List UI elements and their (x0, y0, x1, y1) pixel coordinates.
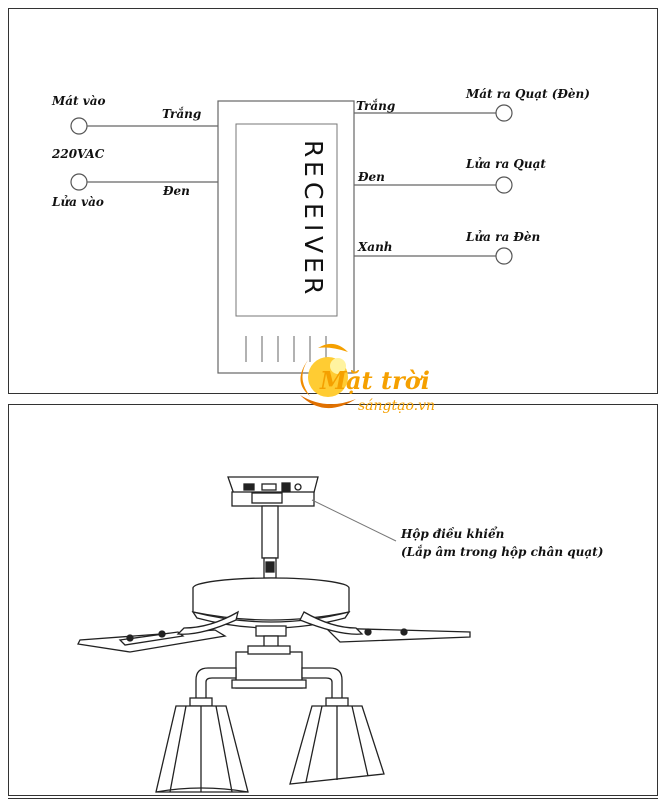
brand-name: ặt trời (346, 366, 430, 395)
receiver-letter-3: C (299, 182, 328, 200)
receiver-letter-6: V (299, 236, 328, 254)
black-out-wire-label: Đen (357, 170, 385, 184)
callout-title: Hộp điều khiển (400, 526, 504, 541)
neutral-out-terminal (495, 104, 513, 122)
receiver-vents (245, 336, 327, 362)
neutral-in-terminal (70, 117, 88, 135)
ceiling-fan (77, 476, 471, 793)
black-in-wire-label: Đen (162, 184, 190, 198)
callout-line (311, 499, 397, 542)
fan-live-out-label: Lửa ra Quạt (465, 156, 546, 171)
neutral-in-label: Mát vào (51, 94, 106, 108)
blue-out-wire-label: Xanh (357, 240, 393, 254)
bottom-border-strip (8, 798, 658, 805)
receiver-letter-5: I (299, 224, 328, 232)
fan-blades (77, 610, 471, 653)
sun-icon (300, 343, 356, 409)
receiver-letter-8: R (299, 277, 328, 295)
light-arm-left (195, 667, 237, 701)
receiver-letter-4: E (299, 203, 328, 220)
light-live-out-terminal (495, 247, 513, 265)
light-shade-left (155, 697, 249, 793)
light-arm-right (301, 667, 343, 701)
light-shade-right (289, 697, 385, 785)
receiver-letter-7: E (299, 257, 328, 274)
white-in-wire-label: Trắng (162, 106, 201, 121)
receiver-text: R E C E I V E R (299, 140, 328, 295)
receiver-label-panel (235, 123, 338, 317)
fan-live-out-terminal (495, 176, 513, 194)
motor-housing (191, 577, 351, 629)
receiver-letter-2: E (299, 161, 328, 178)
live-in-label: Lửa vào (51, 194, 104, 209)
control-box (227, 476, 319, 507)
voltage-label: 220VAC (51, 147, 105, 161)
downrod (261, 505, 279, 559)
receiver-letter-1: R (299, 140, 328, 158)
brand-initial: M (319, 366, 348, 395)
neutral-out-label: Mát ra Quạt (Đèn) (465, 87, 590, 101)
brand-website: sángtạo.vn (358, 398, 435, 414)
light-live-out-label: Lửa ra Đèn (465, 229, 540, 244)
brand-logo: M ặt trời sángtạo.vn (300, 343, 435, 414)
live-in-terminal (70, 173, 88, 191)
white-out-wire-label: Trắng (356, 98, 395, 113)
blade-right (324, 627, 471, 643)
callout-note: (Lắp âm trong hộp chân quạt) (401, 544, 603, 559)
light-kit (155, 625, 385, 793)
